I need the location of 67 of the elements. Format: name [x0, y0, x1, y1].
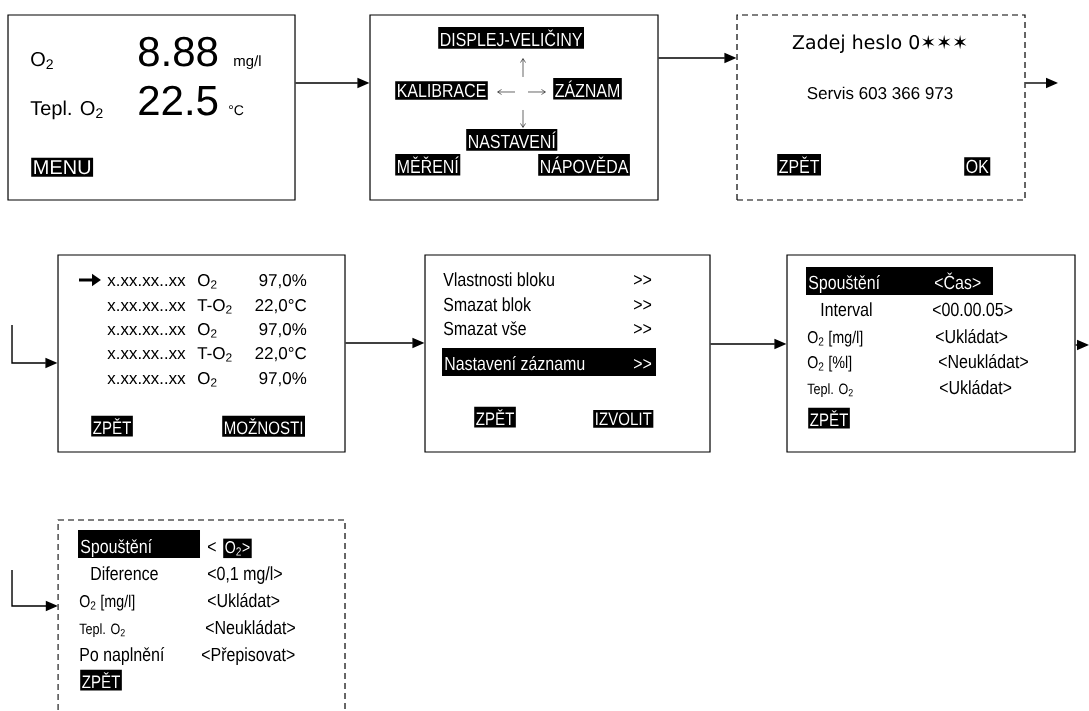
screen-text: Smazat blok: [443, 297, 531, 312]
screen-text: <Ukládat>: [940, 380, 1012, 395]
screen-text: Po naplnění: [80, 647, 165, 665]
screen-text: <Ukládat>: [936, 329, 1008, 344]
highlighted-label: MENU: [31, 157, 94, 177]
screen-text: x.xx.xx..xx: [107, 375, 186, 384]
screen-text: O$_{2}$: [198, 274, 217, 289]
screen-text: >>: [634, 299, 652, 310]
screen-text: O$_{2}$: [198, 323, 217, 338]
screen-text: <: [208, 541, 216, 552]
screen-text: <0,1 mg/l>: [208, 566, 282, 584]
screen-text: 97,0%: [259, 274, 307, 289]
highlighted-label: ZPĚT: [777, 153, 821, 176]
highlighted-label: ZPĚT: [80, 669, 122, 691]
screen-text: Tepl. O$_{2}$: [79, 623, 125, 638]
highlighted-label: OK: [964, 157, 991, 176]
screen-text: >>: [634, 358, 652, 369]
screen-text: <Přepisovat>: [202, 647, 295, 665]
screen-text: Interval: [821, 302, 872, 317]
highlighted-label: DISPLEJ-VELIČINY: [438, 26, 584, 49]
screen-text: 22,0°C: [255, 347, 307, 362]
highlighted-label: NASTAVENÍ: [466, 129, 558, 151]
highlighted-label: MOŽNOSTI: [222, 415, 305, 437]
screen-text: O$_{2}$ [mg/l]: [79, 594, 135, 611]
screen-text: x.xx.xx..xx: [107, 302, 186, 311]
screen-text: >>: [634, 274, 652, 285]
highlighted-label: NÁPOVĚDA: [538, 153, 630, 176]
highlighted-label: ZPĚT: [808, 407, 850, 429]
screen-text: Servis 603 366 973: [807, 86, 953, 100]
screen-text: Spouštění: [80, 539, 152, 557]
screen-text: T-O$_{2}$: [197, 347, 232, 362]
screen-text: O$_{2}$ [%l]: [807, 355, 852, 372]
screen-text: <Ukládat>: [208, 593, 280, 608]
screen-text: Vlastnosti bloku: [443, 272, 554, 287]
screen-text: O$_{2}$: [31, 52, 53, 70]
screen-text: 22,0°C: [255, 299, 307, 314]
screen-text: Spouštění: [808, 275, 880, 293]
highlighted-label: O$_{2}$>: [223, 538, 252, 559]
highlighted-label: ZÁZNAM: [553, 78, 622, 100]
screen-text: 97,0%: [259, 323, 307, 338]
screen-text: O$_{2}$: [198, 372, 217, 387]
screen-text: Tepl. O$_{2}$: [807, 383, 853, 398]
highlighted-label: ZPĚT: [474, 406, 516, 428]
screen-text: x.xx.xx..xx: [107, 326, 186, 335]
screen-text: Nastavení záznamu: [445, 356, 585, 371]
screen-text: <00.00.05>: [933, 302, 1013, 317]
screen-text: Zadej heslo 0✶✶✶: [792, 34, 967, 53]
screen-text: Tepl. O$_{2}$: [30, 100, 103, 120]
screen-text: <Neukládat>: [939, 354, 1028, 369]
screen-text: Smazat vše: [443, 321, 526, 336]
screen-text: mg/l: [234, 55, 261, 70]
screen-text: <Čas>: [935, 272, 981, 290]
screen-text: Diference: [91, 566, 158, 581]
highlighted-label: KALIBRACE: [395, 81, 488, 100]
screen-text: O$_{2}$ [mg/l]: [807, 330, 863, 347]
highlighted-label: ZPĚT: [91, 415, 133, 437]
screen-text: <Neukládat>: [206, 620, 295, 635]
screen-text: T-O$_{2}$: [197, 299, 232, 314]
screen-text: 22.5: [139, 85, 218, 116]
screen-text: >>: [634, 323, 652, 334]
screen-text: x.xx.xx..xx: [107, 277, 186, 286]
highlighted-label: IZVOLIT: [593, 409, 654, 428]
highlighted-label: MĚŘENÍ: [395, 153, 461, 176]
screen-text: 97,0%: [259, 372, 307, 387]
screen-text: x.xx.xx..xx: [107, 350, 186, 359]
screen-text: 8.88: [139, 36, 218, 67]
screen-text: °C: [229, 105, 244, 116]
